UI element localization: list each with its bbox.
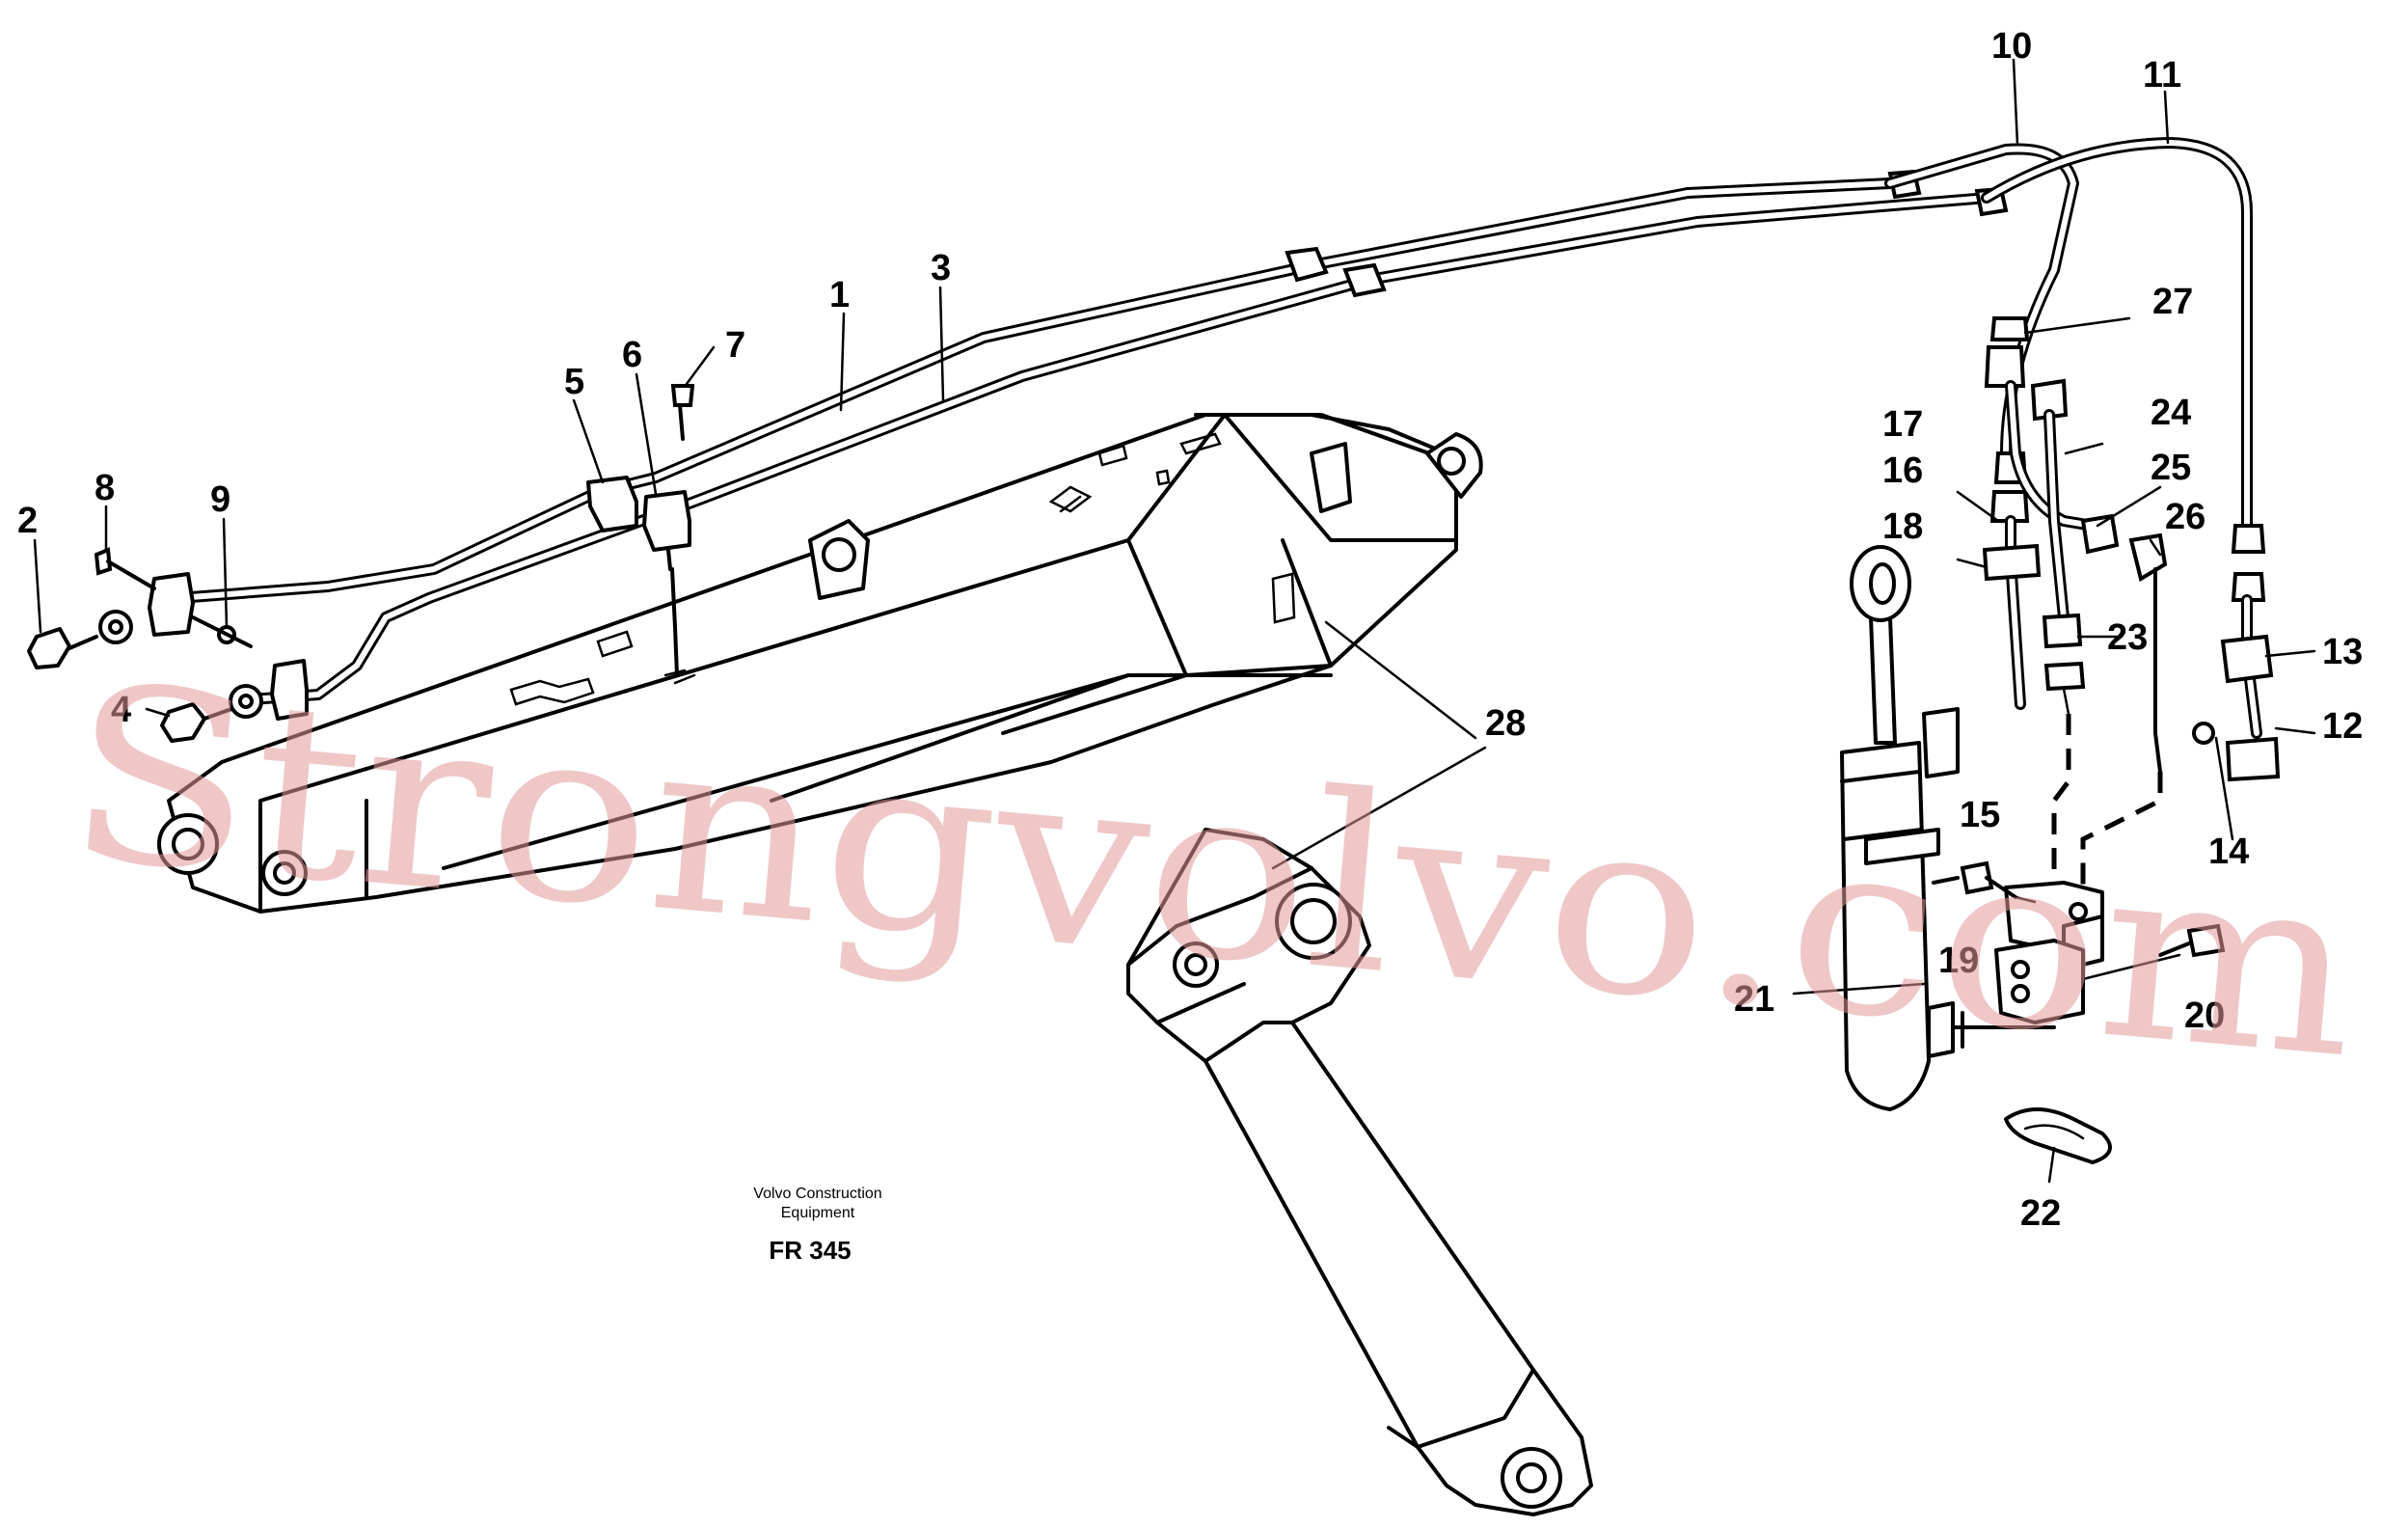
callout-labels: 1 2 3 4 5 6 7 8 9 10 11 12 13 14 15 16 1… [17, 26, 2363, 1234]
callout-8: 8 [95, 468, 115, 508]
leader-lines [33, 58, 2316, 1184]
figure-code: FR 345 [769, 1236, 851, 1265]
callout-13: 13 [2322, 632, 2363, 672]
callout-26: 26 [2165, 497, 2205, 537]
cylinder [1840, 545, 2226, 1164]
callout-5: 5 [564, 362, 584, 402]
callout-9: 9 [210, 479, 230, 520]
callout-10: 10 [1991, 26, 2032, 67]
callout-2: 2 [17, 501, 38, 541]
callout-14: 14 [2208, 832, 2249, 872]
callout-20: 20 [2184, 996, 2225, 1036]
callout-24: 24 [2151, 393, 2191, 433]
callout-1: 1 [829, 275, 850, 315]
callout-4: 4 [111, 690, 131, 730]
callout-19: 19 [1938, 941, 1979, 981]
callout-12: 12 [2322, 706, 2363, 747]
caption-company-line2: Equipment [781, 1205, 855, 1221]
left-clamp-hardware [27, 384, 695, 743]
callout-7: 7 [725, 325, 745, 366]
callout-3: 3 [931, 248, 951, 288]
callout-16: 16 [1882, 450, 1923, 491]
caption: Volvo Construction Equipment FR 345 [753, 1186, 881, 1265]
callout-6: 6 [622, 335, 642, 375]
dipper-arm [1126, 828, 1593, 1516]
callout-15: 15 [1960, 795, 2000, 835]
right-hose-fittings [1982, 316, 2281, 782]
boom [157, 413, 1483, 914]
callout-23: 23 [2107, 617, 2148, 658]
callout-25: 25 [2151, 448, 2191, 488]
callout-22: 22 [2020, 1193, 2061, 1234]
callout-27: 27 [2152, 282, 2193, 322]
callout-11: 11 [2143, 55, 2181, 96]
callout-21: 21 [1734, 979, 1774, 1020]
callout-17: 17 [1882, 404, 1923, 445]
callout-18: 18 [1882, 506, 1923, 547]
caption-company: Volvo Construction [753, 1186, 881, 1202]
callout-28: 28 [1485, 703, 1526, 744]
